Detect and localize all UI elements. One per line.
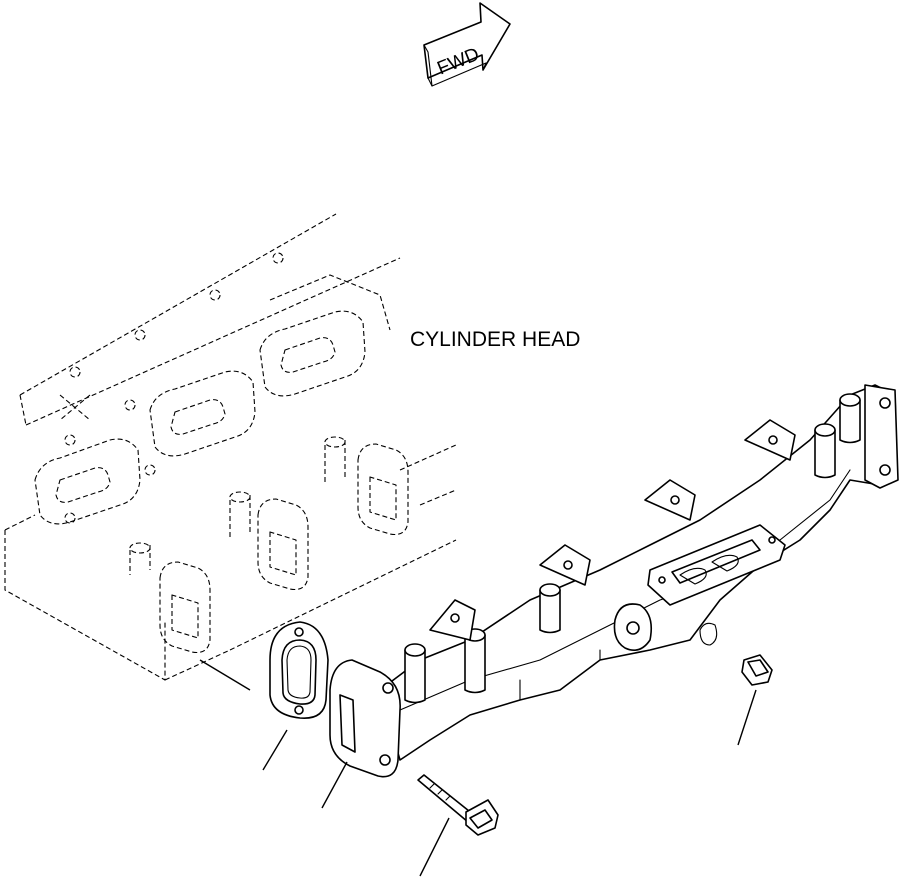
leader-plug (737, 689, 757, 746)
leader-lines (199, 659, 757, 877)
plug-icon (741, 654, 773, 686)
exhaust-manifold (329, 384, 899, 778)
leader-gasket (262, 729, 288, 771)
manifold-bolt-icon (417, 774, 499, 836)
fwd-arrow-icon: FWD (423, 2, 511, 87)
leader-bolt (419, 817, 450, 877)
cylinder-head (4, 213, 457, 681)
leader-manifold (321, 761, 348, 809)
leader-cylinder-head (199, 659, 251, 691)
manifold-gasket (269, 621, 329, 719)
cylinder-head-label: CYLINDER HEAD (410, 328, 580, 351)
